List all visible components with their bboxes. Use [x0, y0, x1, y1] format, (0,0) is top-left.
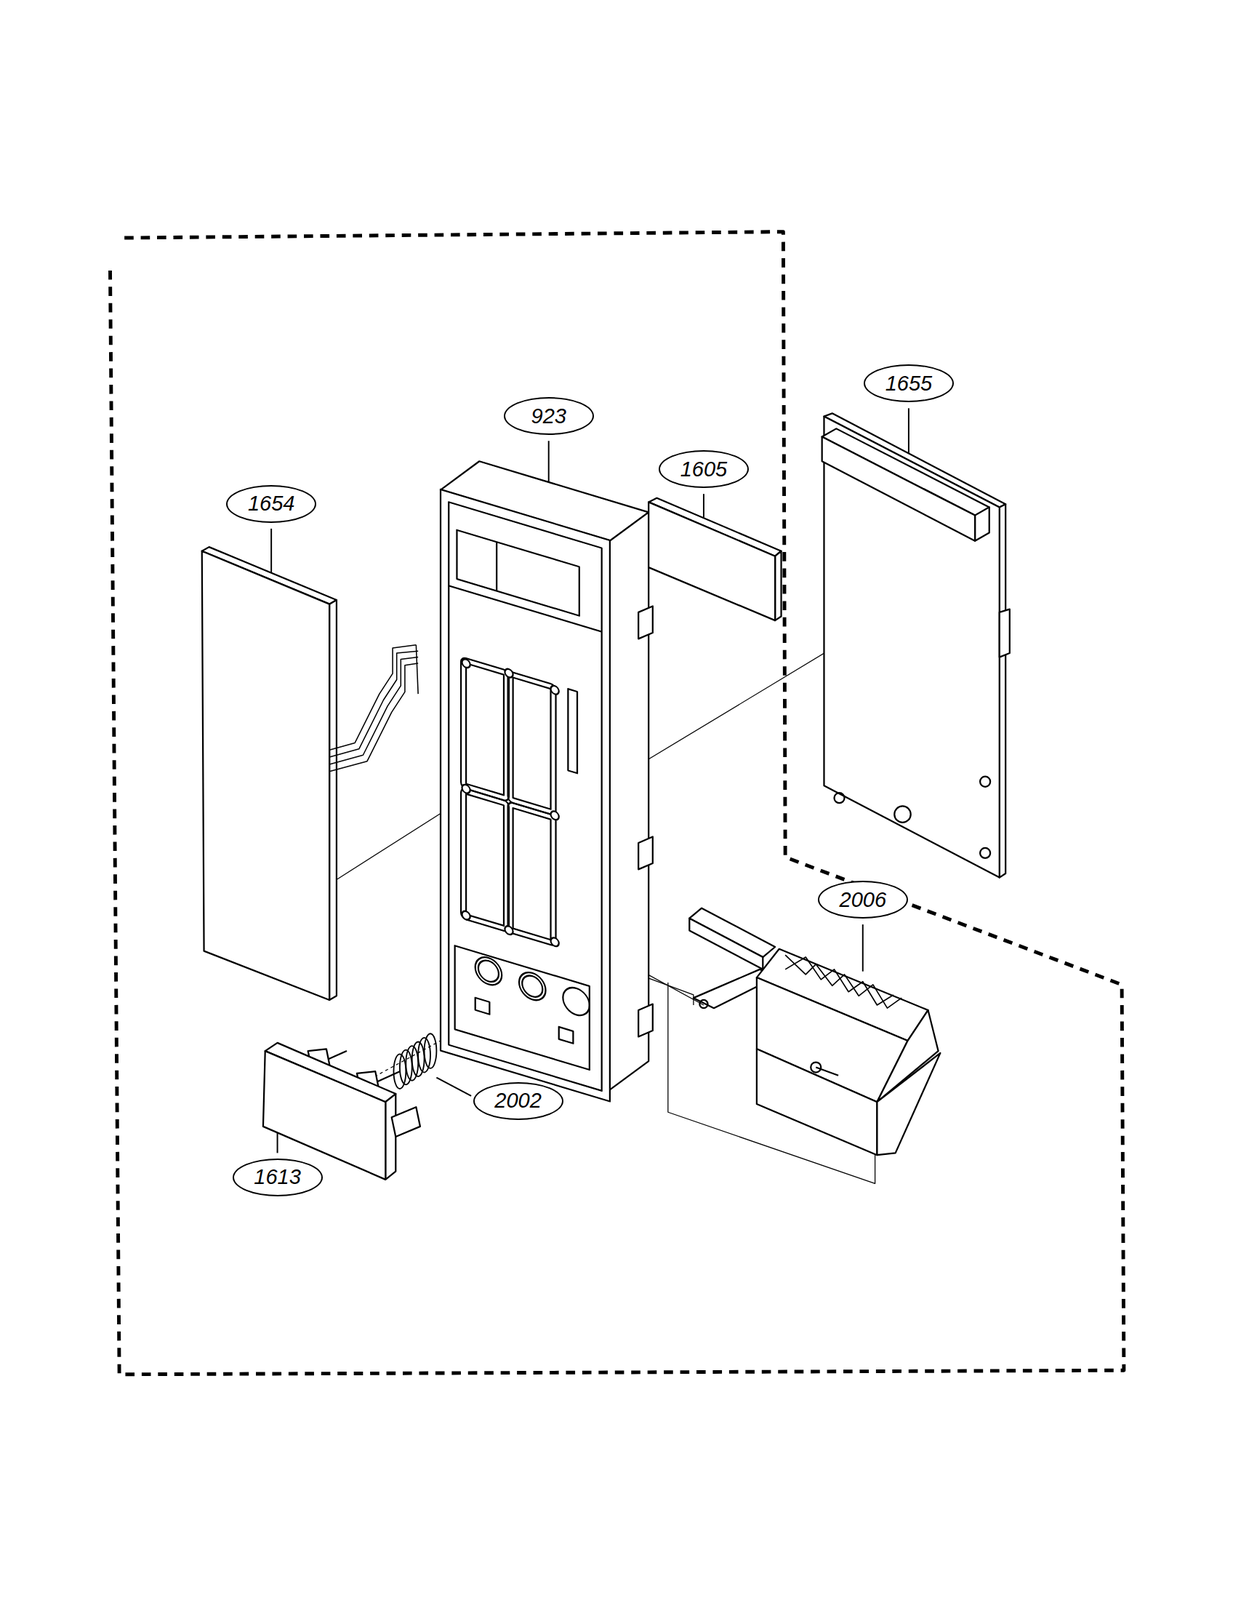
callout-number: 2002	[494, 1089, 542, 1111]
callout-oval: 2002	[473, 1081, 564, 1120]
callout-oval: 1605	[658, 450, 749, 488]
callout-number: 1654	[247, 492, 296, 514]
callout-number: 923	[531, 405, 567, 427]
callout-oval: 923	[503, 396, 594, 435]
callout-oval: 1655	[863, 364, 954, 403]
callout-number: 1605	[680, 458, 728, 480]
callout-oval: 2006	[817, 880, 909, 919]
callout-oval: 1654	[226, 484, 317, 523]
callout-oval: 1613	[232, 1158, 323, 1196]
callout-number: 1655	[885, 372, 933, 395]
callout-number: 1613	[253, 1166, 301, 1188]
callout-number: 2006	[839, 889, 887, 911]
